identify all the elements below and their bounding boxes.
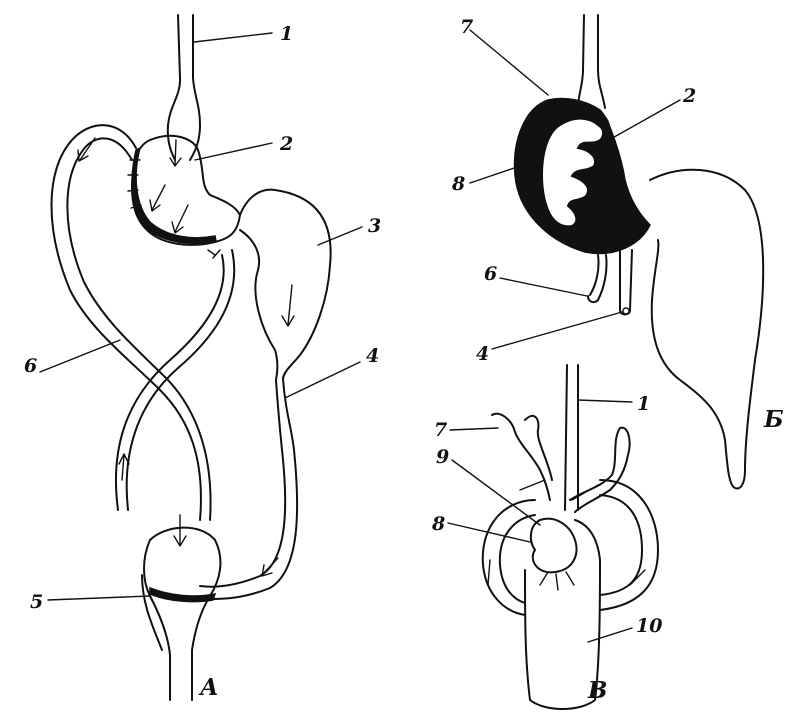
panel-v-letter: В [587, 677, 607, 704]
a-flow-arrow [169, 139, 182, 167]
a-sac-3 [239, 188, 332, 381]
a-esophagus [166, 14, 201, 161]
label-a-3: 3 [368, 215, 381, 237]
a-flow-arrow [281, 284, 295, 327]
a-flow-arrow [77, 137, 96, 162]
b-tube-6 [587, 254, 608, 304]
label-b-7: 7 [460, 16, 473, 38]
v-outer-loop-left [481, 499, 536, 616]
b-tube-4 [619, 249, 633, 316]
label-b-6: 6 [484, 263, 497, 285]
a-tube-4-inner [199, 379, 287, 588]
v-branch-7 [491, 412, 553, 501]
label-a-4: 4 [366, 345, 379, 367]
a-loop-6-outer [50, 124, 225, 521]
label-b-4: 4 [476, 343, 489, 365]
v-organ-10 [524, 519, 601, 710]
label-a-2: 2 [279, 133, 293, 155]
v-branch-right [569, 426, 631, 513]
panel-b-letter: Б [763, 406, 784, 433]
a-flow-arrow [173, 514, 187, 547]
b-folds-right [599, 111, 628, 233]
a-flow-arrow [261, 557, 279, 577]
b-esophagus [577, 14, 606, 109]
panel-a-letter: А [198, 674, 219, 701]
v-knot-8 [529, 517, 578, 574]
label-v-10: 10 [636, 615, 662, 637]
a-stomach-dark-band [131, 146, 217, 244]
label-a-6: 6 [24, 355, 37, 377]
b-folds [541, 117, 604, 228]
panel-a [39, 14, 363, 701]
label-b-8: 8 [451, 173, 465, 195]
label-a-1: 1 [280, 23, 293, 45]
panel-v [447, 364, 659, 710]
label-v-8: 8 [431, 513, 445, 535]
label-v-7: 7 [434, 419, 447, 441]
v-esophagus [564, 364, 579, 511]
a-flow-arrow [207, 249, 221, 259]
a-loop-6-inner [66, 137, 236, 521]
v-flow-arrows [487, 479, 646, 591]
a-flow-arrow [171, 204, 189, 234]
b-sac [649, 168, 765, 490]
a-tube-4-outer [194, 377, 299, 600]
a-flow-arrow [149, 184, 166, 212]
label-v-1: 1 [637, 393, 650, 415]
label-b-2: 2 [682, 85, 696, 107]
panel-b [469, 14, 765, 490]
a-flow-arrow [118, 453, 130, 481]
label-a-5: 5 [30, 591, 43, 613]
v-outer-loop-right [599, 479, 659, 611]
label-v-9: 9 [436, 446, 449, 468]
